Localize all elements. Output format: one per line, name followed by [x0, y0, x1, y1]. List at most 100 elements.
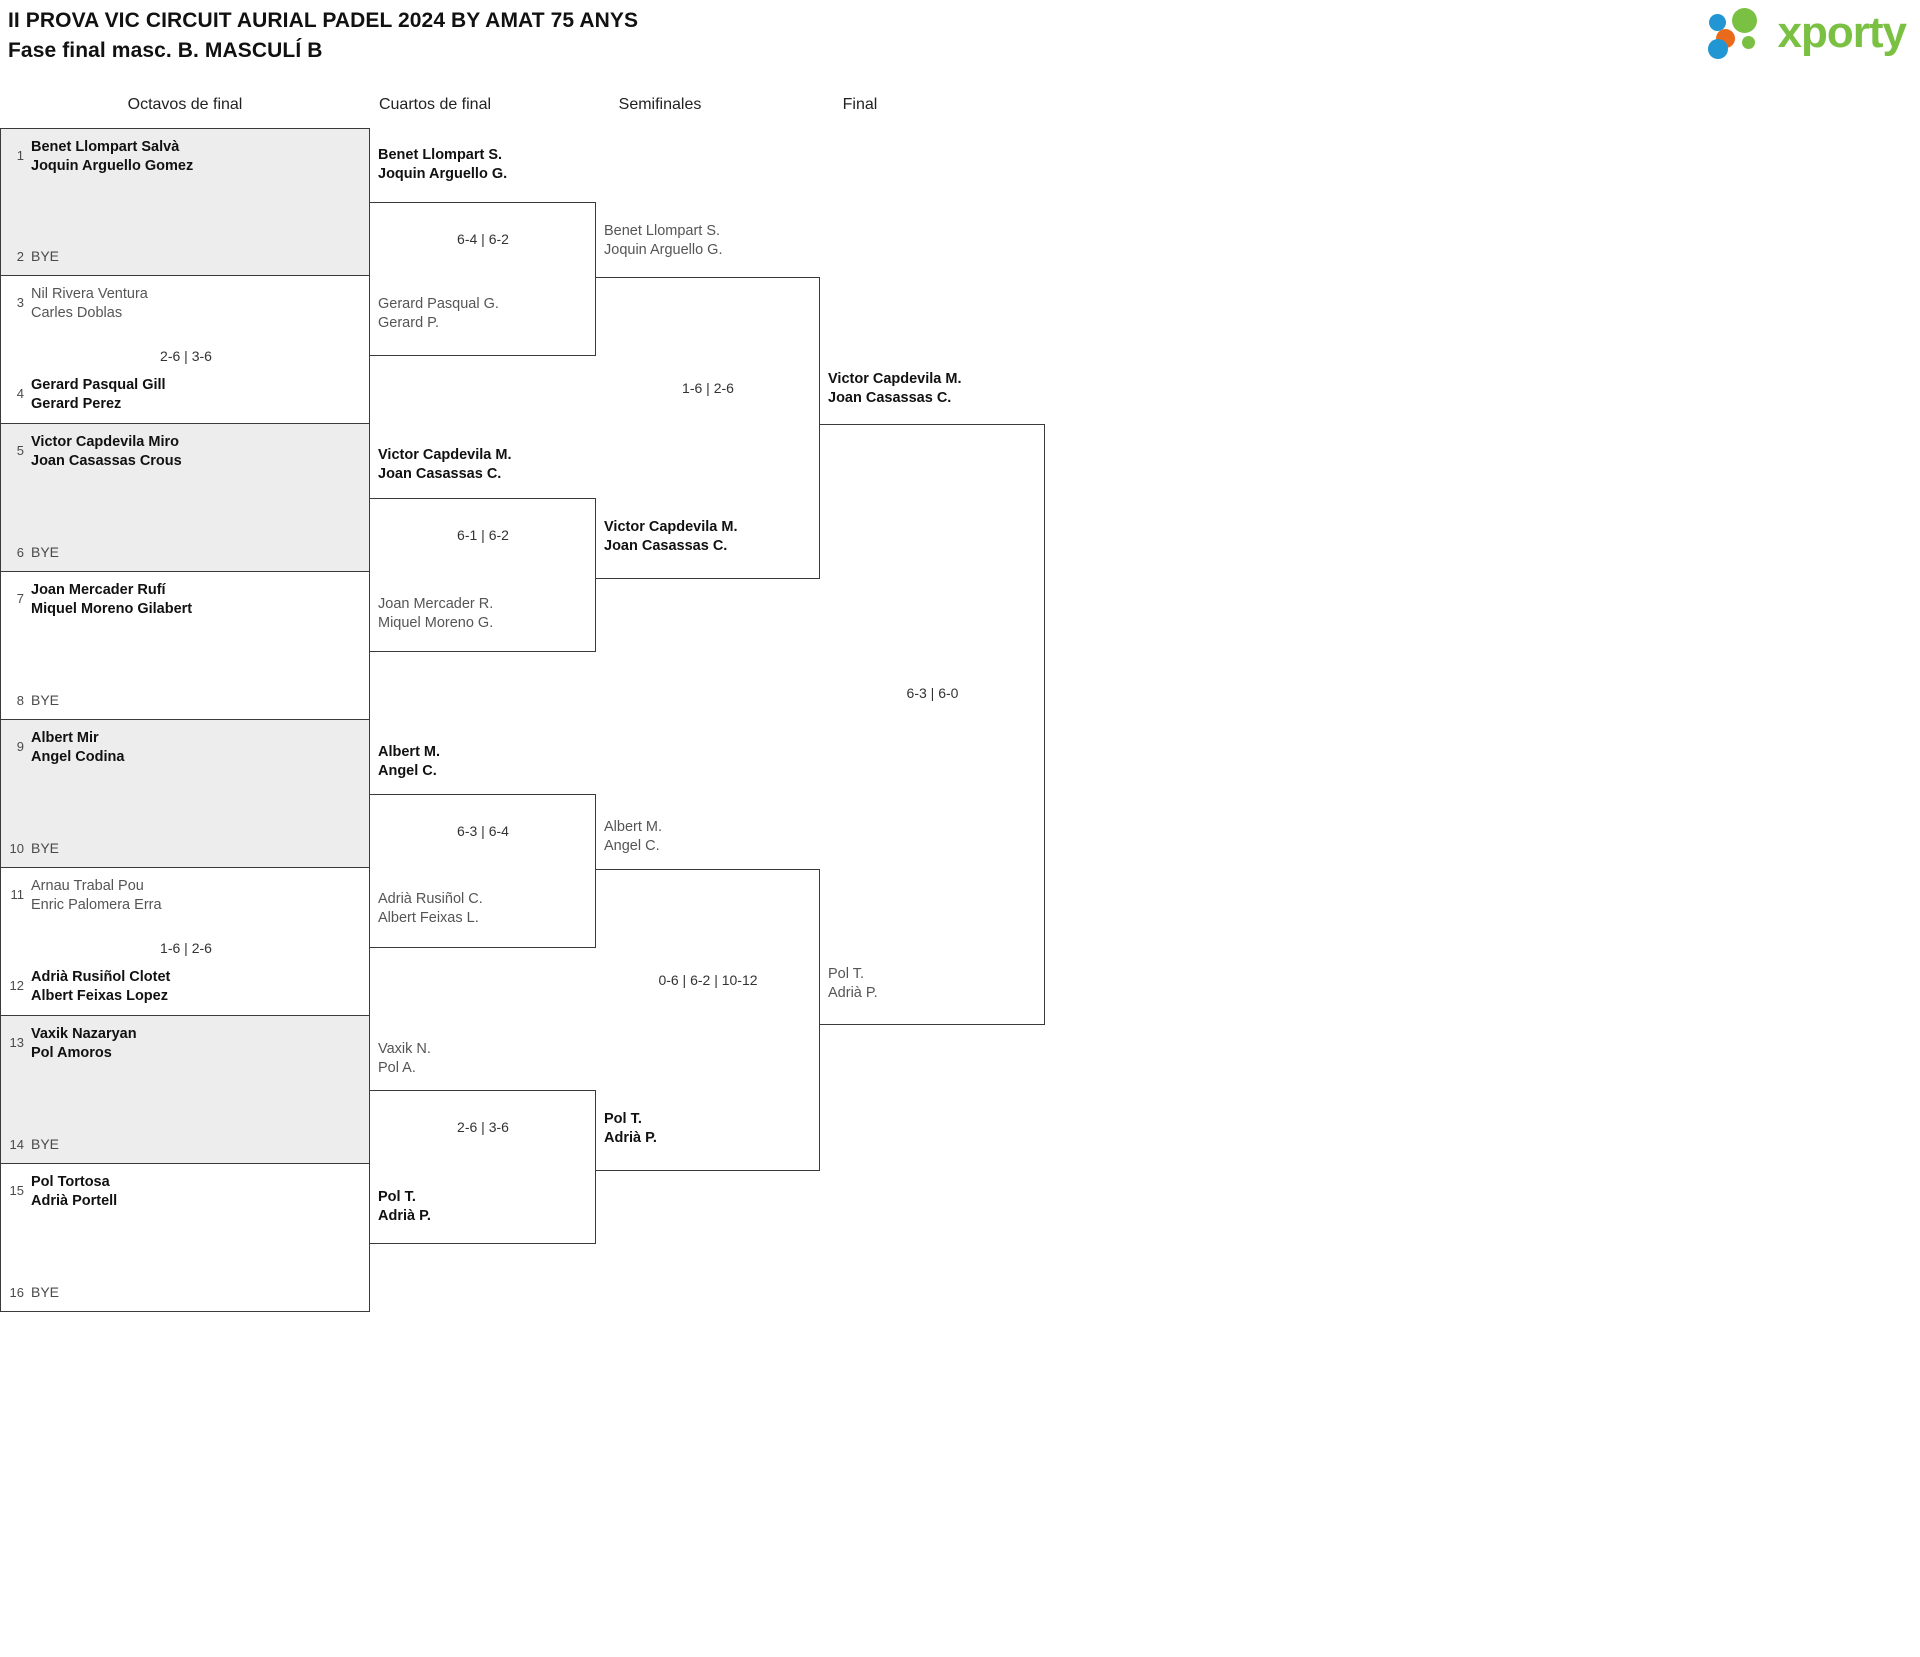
seed-number: 6 — [16, 545, 24, 560]
qf-match-1-box[interactable] — [370, 202, 596, 356]
seed-number: 11 — [10, 887, 25, 902]
player-name-2: Joan Casassas Crous — [31, 453, 182, 469]
seed-number: 10 — [9, 841, 24, 856]
player-name-1: Joan Mercader R. — [378, 596, 494, 612]
player-pair: Benet Llompart Salvà Joquin Arguello Gom… — [31, 138, 193, 176]
bye-label: BYE — [31, 840, 60, 856]
round1-column: 1 Benet Llompart Salvà Joquin Arguello G… — [0, 128, 370, 1312]
player-pair: Albert Mir Angel Codina — [31, 729, 124, 767]
sf-match-2-top-players: Albert M. Angel C. — [604, 818, 662, 856]
player-name-2: Carles Doblas — [31, 305, 123, 321]
player-pair: Joan Mercader Rufí Miquel Moreno Gilaber… — [31, 581, 192, 619]
r1-slot-seed15[interactable]: 15 Pol Tortosa Adrià Portell — [1, 1173, 371, 1211]
qf-match-2-score: 6-1 | 6-2 — [457, 527, 509, 543]
player-name-1: Arnau Trabal Pou — [31, 878, 144, 894]
player-name-2: Pol Amoros — [31, 1045, 112, 1061]
player-name-1: Albert Mir — [31, 730, 99, 746]
seed-number: 13 — [9, 1035, 24, 1050]
r1-slot-seed4[interactable]: 4 Gerard Pasqual Gill Gerard Perez — [1, 376, 371, 414]
sf-match-1-top-players: Benet Llompart S. Joquin Arguello G. — [604, 222, 723, 260]
r1-slot-seed16[interactable]: 16 BYE — [1, 1283, 371, 1302]
r1-slot-seed7[interactable]: 7 Joan Mercader Rufí Miquel Moreno Gilab… — [1, 581, 371, 619]
seed-number: 12 — [9, 978, 24, 993]
tournament-title: II PROVA VIC CIRCUIT AURIAL PADEL 2024 B… — [8, 9, 639, 32]
r1-slot-seed12[interactable]: 12 Adrià Rusiñol Clotet Albert Feixas Lo… — [1, 968, 371, 1006]
qf-match-1-bottom-players: Gerard Pasqual G. Gerard P. — [378, 295, 499, 333]
r1-slot-seed14[interactable]: 14 BYE — [1, 1135, 371, 1154]
qf-match-2-box[interactable] — [370, 498, 596, 652]
player-name-2: Pol A. — [378, 1060, 416, 1076]
qf-match-1-score: 6-4 | 6-2 — [457, 231, 509, 247]
round-header-semifinales: Semifinales — [618, 96, 702, 113]
final-bottom-players: Pol T. Adrià P. — [828, 965, 878, 1003]
r1-slot-seed9[interactable]: 9 Albert Mir Angel Codina — [1, 729, 371, 767]
qf-match-2-bottom-players: Joan Mercader R. Miquel Moreno G. — [378, 595, 493, 633]
player-name-2: Albert Feixas Lopez — [31, 988, 168, 1004]
qf-match-4-bottom-players: Pol T. Adrià P. — [378, 1188, 431, 1226]
player-name-2: Joan Casassas C. — [828, 390, 952, 406]
qf-match-3-box[interactable] — [370, 794, 596, 948]
r1-slot-seed13[interactable]: 13 Vaxik Nazaryan Pol Amoros — [1, 1025, 371, 1063]
r1-match-2[interactable]: 3 Nil Rivera Ventura Carles Doblas 2-6 |… — [0, 276, 370, 424]
qf-match-3-bottom-players: Adrià Rusiñol C. Albert Feixas L. — [378, 890, 483, 928]
player-name-1: Vaxik N. — [378, 1041, 431, 1057]
player-name-2: Joan Casassas C. — [604, 538, 728, 554]
player-name-1: Gerard Pasqual Gill — [31, 377, 166, 393]
player-name-2: Adrià Portell — [31, 1193, 118, 1209]
match-score: 1-6 | 2-6 — [160, 940, 212, 956]
player-name-1: Adrià Rusiñol Clotet — [31, 969, 171, 985]
r1-slot-seed5[interactable]: 5 Victor Capdevila Miro Joan Casassas Cr… — [1, 433, 371, 471]
qf-match-3-score: 6-3 | 6-4 — [457, 823, 509, 839]
r1-match-8[interactable]: 15 Pol Tortosa Adrià Portell 16 BYE — [0, 1164, 370, 1312]
player-pair: Arnau Trabal Pou Enric Palomera Erra — [31, 877, 162, 915]
final-score: 6-3 | 6-0 — [906, 685, 959, 701]
qf-match-2-top-players: Victor Capdevila M. Joan Casassas C. — [378, 446, 512, 484]
r1-match-4[interactable]: 7 Joan Mercader Rufí Miquel Moreno Gilab… — [0, 572, 370, 720]
player-name-1: Pol Tortosa — [31, 1174, 110, 1190]
player-name-1: Victor Capdevila M. — [378, 447, 512, 463]
seed-number: 16 — [9, 1285, 24, 1300]
page-title: II PROVA VIC CIRCUIT AURIAL PADEL 2024 B… — [8, 6, 638, 66]
player-name-1: Albert M. — [378, 744, 441, 760]
round-header-final: Final — [842, 96, 878, 113]
player-pair: Adrià Rusiñol Clotet Albert Feixas Lopez — [31, 968, 170, 1006]
r1-slot-seed6[interactable]: 6 BYE — [1, 543, 371, 562]
player-name-1: Gerard Pasqual G. — [378, 296, 499, 312]
player-name-2: Joan Casassas C. — [378, 466, 502, 482]
player-name-1: Victor Capdevila M. — [828, 371, 962, 387]
player-name-1: Benet Llompart S. — [378, 147, 503, 163]
final-match-box[interactable] — [820, 424, 1045, 1025]
bye-label: BYE — [31, 1284, 60, 1300]
r1-slot-seed1[interactable]: 1 Benet Llompart Salvà Joquin Arguello G… — [1, 138, 371, 176]
r1-slot-seed11[interactable]: 11 Arnau Trabal Pou Enric Palomera Erra — [1, 877, 371, 915]
player-name-2: Angel C. — [378, 763, 437, 779]
sf-match-2-box[interactable] — [596, 869, 820, 1171]
player-name-2: Angel Codina — [31, 749, 125, 765]
bye-label: BYE — [31, 1136, 60, 1152]
r1-slot-seed8[interactable]: 8 BYE — [1, 691, 371, 710]
r1-slot-seed2[interactable]: 2 BYE — [1, 247, 371, 266]
qf-match-4-top-players: Vaxik N. Pol A. — [378, 1040, 431, 1078]
player-name-2: Adrià P. — [828, 985, 878, 1001]
player-name-1: Adrià Rusiñol C. — [378, 891, 483, 907]
r1-slot-seed3[interactable]: 3 Nil Rivera Ventura Carles Doblas — [1, 285, 371, 323]
player-name-2: Gerard Perez — [31, 396, 122, 412]
player-name-2: Enric Palomera Erra — [31, 897, 162, 913]
r1-match-3[interactable]: 5 Victor Capdevila Miro Joan Casassas Cr… — [0, 424, 370, 572]
player-name-2: Miquel Moreno G. — [378, 615, 494, 631]
sf-match-2-score: 0-6 | 6-2 | 10-12 — [658, 972, 758, 988]
player-name-1: Benet Llompart Salvà — [31, 139, 180, 155]
player-name-2: Angel C. — [604, 838, 660, 854]
sf-match-1-box[interactable] — [596, 277, 820, 579]
player-name-1: Pol T. — [828, 966, 865, 982]
r1-slot-seed10[interactable]: 10 BYE — [1, 839, 371, 858]
r1-match-5[interactable]: 9 Albert Mir Angel Codina 10 BYE — [0, 720, 370, 868]
r1-match-6[interactable]: 11 Arnau Trabal Pou Enric Palomera Erra … — [0, 868, 370, 1016]
r1-match-7[interactable]: 13 Vaxik Nazaryan Pol Amoros 14 BYE — [0, 1016, 370, 1164]
sf-match-1-score: 1-6 | 2-6 — [682, 380, 734, 396]
qf-match-3-top-players: Albert M. Angel C. — [378, 743, 440, 781]
qf-match-4-box[interactable] — [370, 1090, 596, 1244]
r1-match-1[interactable]: 1 Benet Llompart Salvà Joquin Arguello G… — [0, 128, 370, 276]
seed-number: 4 — [16, 386, 24, 401]
